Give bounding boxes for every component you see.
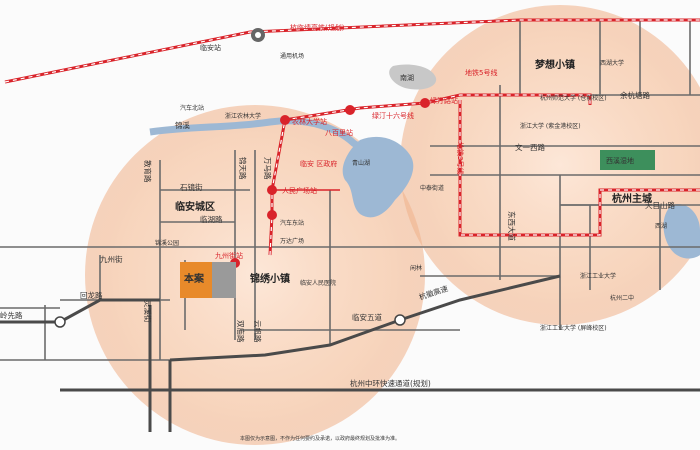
- place-school1: 杭州师范大学 (仓前校区): [540, 94, 607, 102]
- place-education: 浙江工业大学 (屏峰校区): [540, 324, 607, 332]
- road-wanma: 万马路: [263, 157, 273, 180]
- shuipai-label: 绿汀路站: [430, 96, 458, 105]
- road-hangzhou-ring: 杭州中环快速通道(规划): [350, 378, 431, 388]
- station-label: 临安站: [200, 43, 221, 52]
- qingshan-lake: [342, 136, 414, 218]
- road-lingxian: 岭先路: [0, 310, 23, 320]
- road-linan-hq: 临安五道: [352, 312, 382, 322]
- metro5-label: 地铁5号线: [465, 68, 497, 77]
- road-linhu: 临湖路: [200, 214, 223, 224]
- place-xihu-uni: 西湖大学: [600, 59, 624, 67]
- place-middle: 杭州二中: [610, 294, 634, 302]
- place-zju-tech: 浙江工业大学: [580, 272, 616, 280]
- airport-label: 通用机场: [280, 52, 304, 60]
- place-zhongtai: 中泰街道: [420, 184, 444, 192]
- nanhu-lake: [389, 64, 437, 90]
- gov-label: 临安 区政府: [300, 159, 337, 168]
- place-park: 锦溪公园: [155, 239, 179, 247]
- district-hangzhou: 杭州主城: [612, 192, 652, 205]
- place-xianlin: 闲林: [410, 264, 422, 272]
- road-tianmushan: 天目山路: [645, 200, 675, 210]
- roundabout: [394, 314, 406, 326]
- jiuzhou-station-label: 九州街站: [215, 251, 243, 260]
- project-box[interactable]: [180, 262, 212, 298]
- district-dream: 梦想小镇: [535, 58, 575, 71]
- road-dongxi: 东西大道: [507, 211, 517, 241]
- rail-lines: [4, 18, 700, 256]
- renmin-label: 人民广场站: [282, 186, 317, 195]
- place-school2: 浙江大学 (紫金港校区): [520, 122, 581, 130]
- xixi-wetland: [600, 150, 655, 170]
- road-jiuzhou: 九州街: [100, 254, 123, 264]
- road-yuhang: 余杭塘路: [620, 90, 650, 100]
- nongda-label: 农林大学站: [292, 117, 327, 126]
- lake-qingshan: 青山湖: [352, 159, 370, 167]
- hangzhou-halo: [400, 5, 700, 325]
- project-label[interactable]: 本案: [184, 272, 205, 285]
- lvchi-label: 绿汀十六号线: [372, 111, 414, 120]
- expressways: [0, 274, 700, 432]
- district-linan: 临安城区: [175, 200, 215, 213]
- road-shuangmiao: 双庙路: [236, 320, 246, 343]
- road-yunfan: 云帆路: [253, 320, 263, 343]
- footer-note: 本图仅为示意图，不作为任何要约及承诺，以政府最终规划及批准为准。: [240, 435, 400, 442]
- place-zhenong: 浙江农林大学: [225, 112, 261, 120]
- road-north: 锦天路: [238, 157, 248, 180]
- road-wenyi: 文一西路: [515, 142, 545, 152]
- place-bus-east: 汽车东站: [280, 219, 304, 227]
- west-lake: [663, 204, 700, 259]
- rail-station-icon: [251, 28, 265, 42]
- roundabout: [54, 316, 66, 328]
- road-jinxi: 锦溪: [175, 120, 190, 130]
- project-sub-box: [212, 262, 236, 298]
- baichi-label: 八百里站: [325, 128, 353, 137]
- metro3-label: 地铁3号线: [456, 142, 465, 174]
- place-wanda: 万达广场: [280, 237, 304, 245]
- road-jiaoyu: 教育路: [143, 160, 153, 183]
- lake-nanhu: 南湖: [400, 73, 414, 82]
- rail-plan-label: 杭临绩高铁(规划): [290, 23, 345, 32]
- lake-xihu: 西湖: [655, 222, 667, 230]
- place-hospital: 临安人民医院: [300, 279, 336, 287]
- district-jinxiu: 锦绣小镇: [250, 272, 290, 285]
- wetland-label: 西溪湿地: [606, 156, 634, 165]
- road-shiyao: 石镜街: [180, 182, 203, 192]
- place-bus-north: 汽车北站: [180, 104, 204, 112]
- road-lingxiang: 灵溪街: [143, 300, 153, 323]
- road-huilong: 回龙路: [80, 290, 103, 300]
